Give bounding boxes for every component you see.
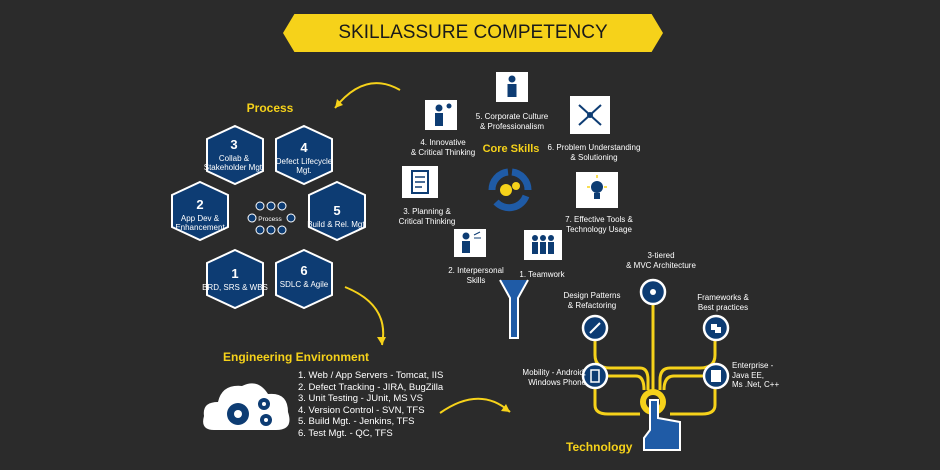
mobility-label: Mobility - Android, Windows Phone	[522, 368, 586, 387]
technology-circuit	[593, 304, 717, 451]
hex-5	[308, 180, 366, 242]
innovative-card	[425, 100, 457, 130]
idea-person-icon	[435, 103, 452, 126]
problem-card	[570, 96, 610, 134]
engineering-list: 1. Web / App Servers - Tomcat, IIS 2. De…	[298, 370, 448, 439]
list-item: 2. Defect Tracking - JIRA, BugZilla	[298, 381, 444, 393]
tools-label: 7. Effective Tools & Technology Usage	[565, 215, 633, 234]
list-item: 5. Build Mgt. - Jenkins, TFS	[298, 416, 415, 427]
design-patterns-icon	[581, 314, 609, 342]
planning-label: 3. Planning & Critical Thinking	[398, 207, 456, 226]
planning-card	[402, 166, 438, 198]
checklist-icon	[411, 170, 429, 194]
tools-card	[576, 172, 618, 208]
hex-2	[171, 180, 229, 242]
list-item: 4. Version Control - SVN, TFS	[298, 404, 425, 416]
innovative-label: 4. Innovative & Critical Thinking	[410, 138, 476, 157]
speaker-icon	[462, 231, 481, 253]
hex-6	[275, 248, 333, 310]
cloud-gears-icon	[203, 383, 290, 430]
enterprise-label: Enterprise - Java EE, Ms .Net, C++	[732, 361, 780, 389]
center-dots	[247, 201, 296, 235]
process-center-label: Process	[258, 216, 282, 223]
engineering-heading: Engineering Environment	[223, 350, 370, 364]
architecture-icon	[639, 278, 667, 306]
person-icon	[507, 75, 517, 97]
list-item: 3. Unit Testing - JUnit, MS VS	[298, 393, 423, 404]
hex-3	[206, 124, 264, 186]
arrows-out-icon	[578, 104, 602, 126]
mobile-icon	[581, 362, 609, 390]
hex-4	[275, 124, 333, 186]
design-patterns-label: Design Patterns & Refactoring	[563, 291, 621, 310]
team-icon	[532, 235, 554, 254]
frameworks-label: Frameworks & Best practices	[697, 293, 749, 312]
cycle-gears-icon	[488, 168, 532, 212]
list-item: 1. Web / App Servers - Tomcat, IIS	[298, 370, 444, 381]
raised-arms-person-icon	[499, 279, 529, 339]
corporate-culture-card	[496, 72, 528, 102]
architecture-label: 3-tiered & MVC Architecture	[626, 251, 696, 270]
interpersonal-label: 2. Interpersonal Skills	[448, 266, 504, 285]
technology-heading: Technology	[566, 440, 633, 454]
frameworks-icon	[702, 314, 730, 342]
problem-label: 6. Problem Understanding & Solutioning	[547, 143, 641, 162]
enterprise-icon	[702, 362, 730, 390]
teamwork-label: 1. Teamwork	[519, 270, 565, 279]
core-skills-heading: Core Skills	[482, 143, 540, 155]
lightbulb-icon	[587, 175, 607, 199]
interpersonal-card	[454, 229, 486, 257]
page-title: SKILLASSURE COMPETENCY FRAMEWORK	[283, 14, 663, 52]
process-hex-cluster	[171, 124, 366, 310]
list-item: 6. Test Mgt. - QC, TFS	[298, 427, 393, 439]
teamwork-card	[524, 230, 562, 260]
hex-1	[206, 248, 264, 310]
corporate-culture-label: 5. Corporate Culture & Professionalism	[475, 112, 549, 131]
hand-pointer-icon	[643, 399, 681, 451]
process-heading: Process	[246, 101, 294, 115]
